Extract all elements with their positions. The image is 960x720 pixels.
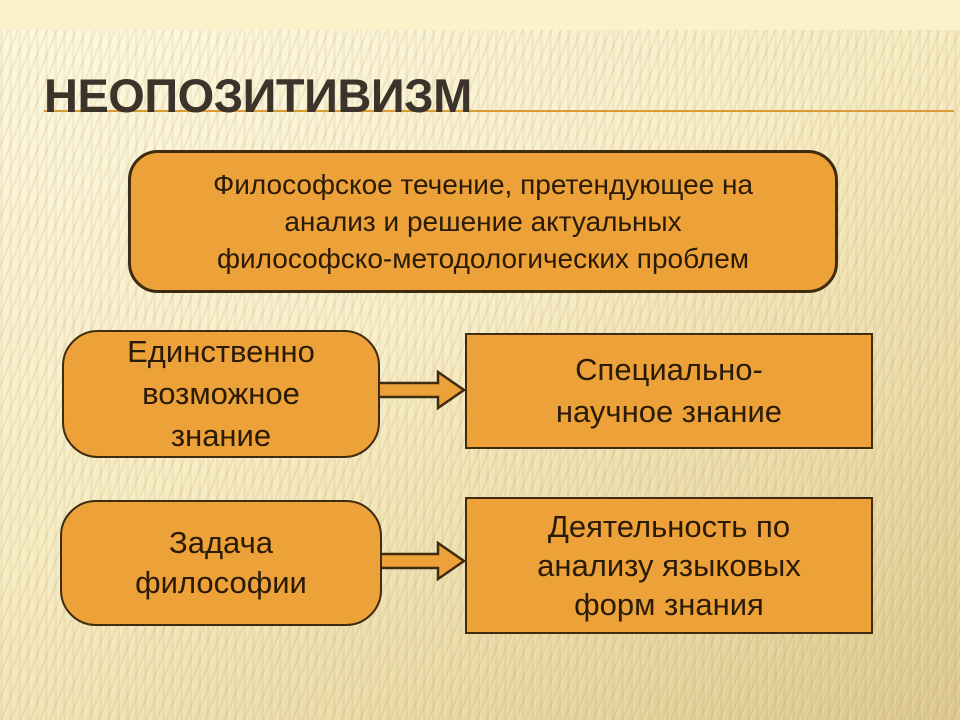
target-box-language-analysis-text: Деятельность по анализу языковых форм зн… <box>537 509 801 622</box>
right-arrow-icon <box>375 369 467 411</box>
slide-title: НЕОПОЗИТИВИЗМ <box>44 69 472 122</box>
target-box-scientific-knowledge: Специально- научное знание <box>465 333 873 449</box>
target-box-scientific-knowledge-text: Специально- научное знание <box>555 352 783 429</box>
top-strip <box>0 0 960 30</box>
source-box-knowledge: Единственно возможное знание <box>62 330 380 458</box>
source-box-philosophy-task-text: Задача философии <box>135 525 307 600</box>
right-arrow-icon <box>375 540 467 582</box>
definition-text: Философское течение, претендующее на ана… <box>212 169 754 274</box>
target-box-language-analysis: Деятельность по анализу языковых форм зн… <box>465 497 873 634</box>
definition-box: Философское течение, претендующее на ана… <box>128 150 838 293</box>
source-box-philosophy-task: Задача философии <box>60 500 382 626</box>
source-box-knowledge-text: Единственно возможное знание <box>127 334 315 453</box>
title-underline <box>44 110 954 112</box>
